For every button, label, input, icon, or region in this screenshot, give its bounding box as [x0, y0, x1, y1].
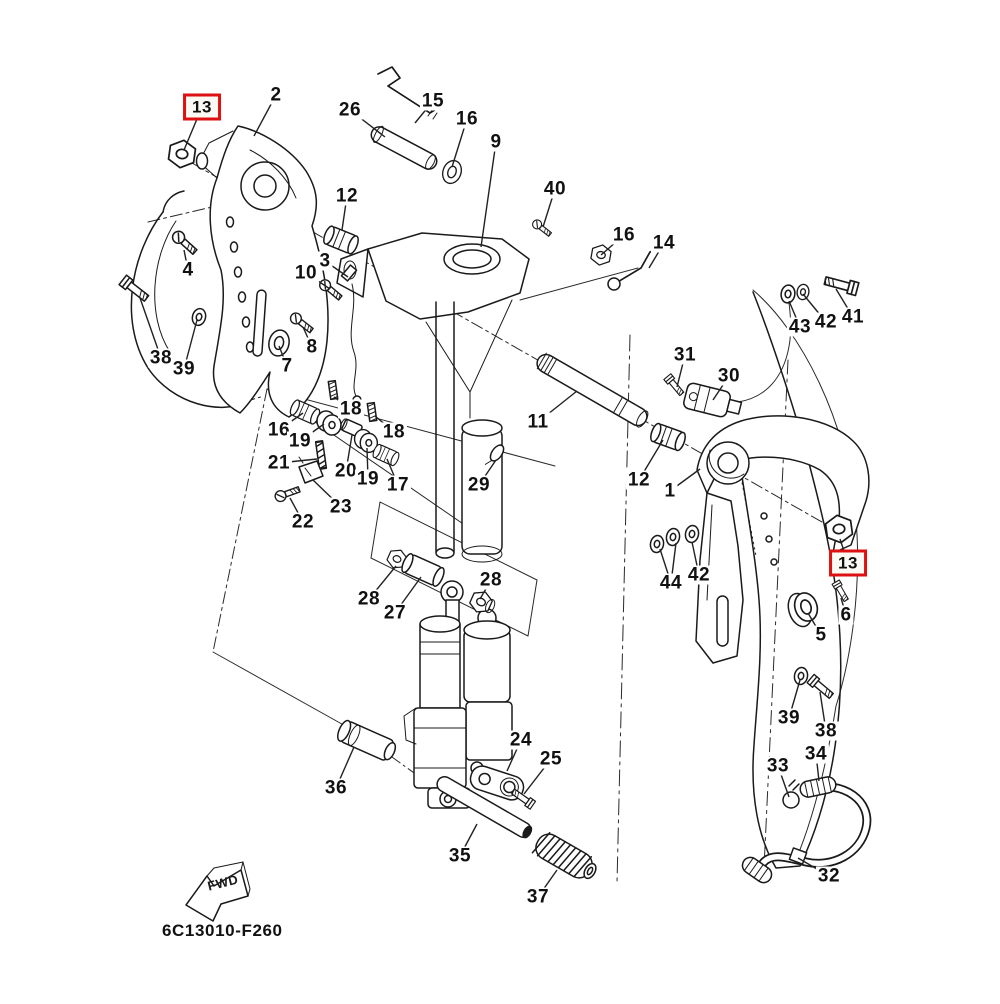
- cotter-clip: [484, 444, 505, 465]
- part-callout-34: 34: [802, 743, 830, 765]
- part-callout-13-highlighted: 13: [183, 93, 221, 121]
- part-callout-30: 30: [715, 365, 743, 387]
- part-callout-39: 39: [170, 358, 198, 380]
- part-callout-6: 6: [838, 604, 854, 626]
- part-callout-43: 43: [786, 316, 814, 338]
- anchor-bracket: [469, 765, 525, 801]
- part-callout-10: 10: [292, 262, 320, 284]
- fwd-arrow: FWD: [185, 861, 251, 922]
- part-callout-33: 33: [764, 755, 792, 777]
- part-callout-14: 14: [650, 232, 678, 254]
- part-callout-40: 40: [541, 178, 569, 200]
- lower-mount-pin: [436, 776, 533, 839]
- part-callout-16: 16: [453, 108, 481, 130]
- part-callout-28: 28: [477, 569, 505, 591]
- part-callout-20: 20: [332, 460, 360, 482]
- part-callout-7: 7: [279, 355, 295, 377]
- part-callout-11: 11: [525, 411, 551, 433]
- part-callout-27: 27: [381, 602, 409, 624]
- mount-spring: [531, 831, 597, 880]
- diagram-code: 6C13010-F260: [162, 921, 283, 940]
- hose-clamp: [782, 779, 800, 809]
- part-callout-16: 16: [265, 419, 293, 441]
- part-callout-12: 12: [625, 469, 653, 491]
- part-callout-44: 44: [657, 572, 685, 594]
- fwd-arrow-label: FWD: [206, 872, 240, 894]
- part-callout-16: 16: [610, 224, 638, 246]
- part-callout-17: 17: [384, 474, 412, 496]
- part-callout-37: 37: [524, 886, 552, 908]
- clamp-bracket-port: [198, 125, 329, 418]
- part-callout-36: 36: [322, 777, 350, 799]
- power-trim-unit: [403, 580, 513, 809]
- part-callout-1: 1: [662, 480, 678, 502]
- part-callout-28: 28: [355, 588, 383, 610]
- tilt-pin: [536, 352, 649, 428]
- part-callout-3: 3: [317, 250, 333, 272]
- part-callout-5: 5: [813, 624, 829, 646]
- part-callout-38: 38: [812, 720, 840, 742]
- part-callout-38: 38: [147, 347, 175, 369]
- part-callout-23: 23: [327, 496, 355, 518]
- part-callout-9: 9: [488, 131, 504, 153]
- part-callout-12: 12: [333, 185, 361, 207]
- part-callout-26: 26: [336, 99, 364, 121]
- part-callout-41: 41: [839, 306, 867, 328]
- part-callout-19: 19: [354, 468, 382, 490]
- part-callout-39: 39: [775, 707, 803, 729]
- part-callout-32: 32: [815, 865, 843, 887]
- part-callout-4: 4: [180, 259, 196, 281]
- part-callout-19: 19: [286, 430, 314, 452]
- part-callout-29: 29: [465, 474, 493, 496]
- part-callout-13-highlighted: 13: [829, 549, 867, 577]
- trim-hose: [741, 776, 872, 884]
- tilt-handle: [377, 66, 439, 120]
- part-callout-42: 42: [812, 311, 840, 333]
- part-callout-24: 24: [507, 729, 535, 751]
- part-callout-25: 25: [537, 748, 565, 770]
- mount-bushing: [337, 719, 397, 761]
- part-callout-42: 42: [685, 564, 713, 586]
- part-callout-8: 8: [304, 336, 320, 358]
- part-callout-2: 2: [268, 84, 284, 106]
- part-callout-21: 21: [265, 452, 293, 474]
- part-callout-31: 31: [671, 344, 699, 366]
- part-callout-18: 18: [380, 421, 408, 443]
- part-callout-22: 22: [289, 511, 317, 533]
- part-callout-35: 35: [446, 845, 474, 867]
- part-callout-15: 15: [419, 90, 447, 112]
- part-callout-18: 18: [337, 398, 365, 420]
